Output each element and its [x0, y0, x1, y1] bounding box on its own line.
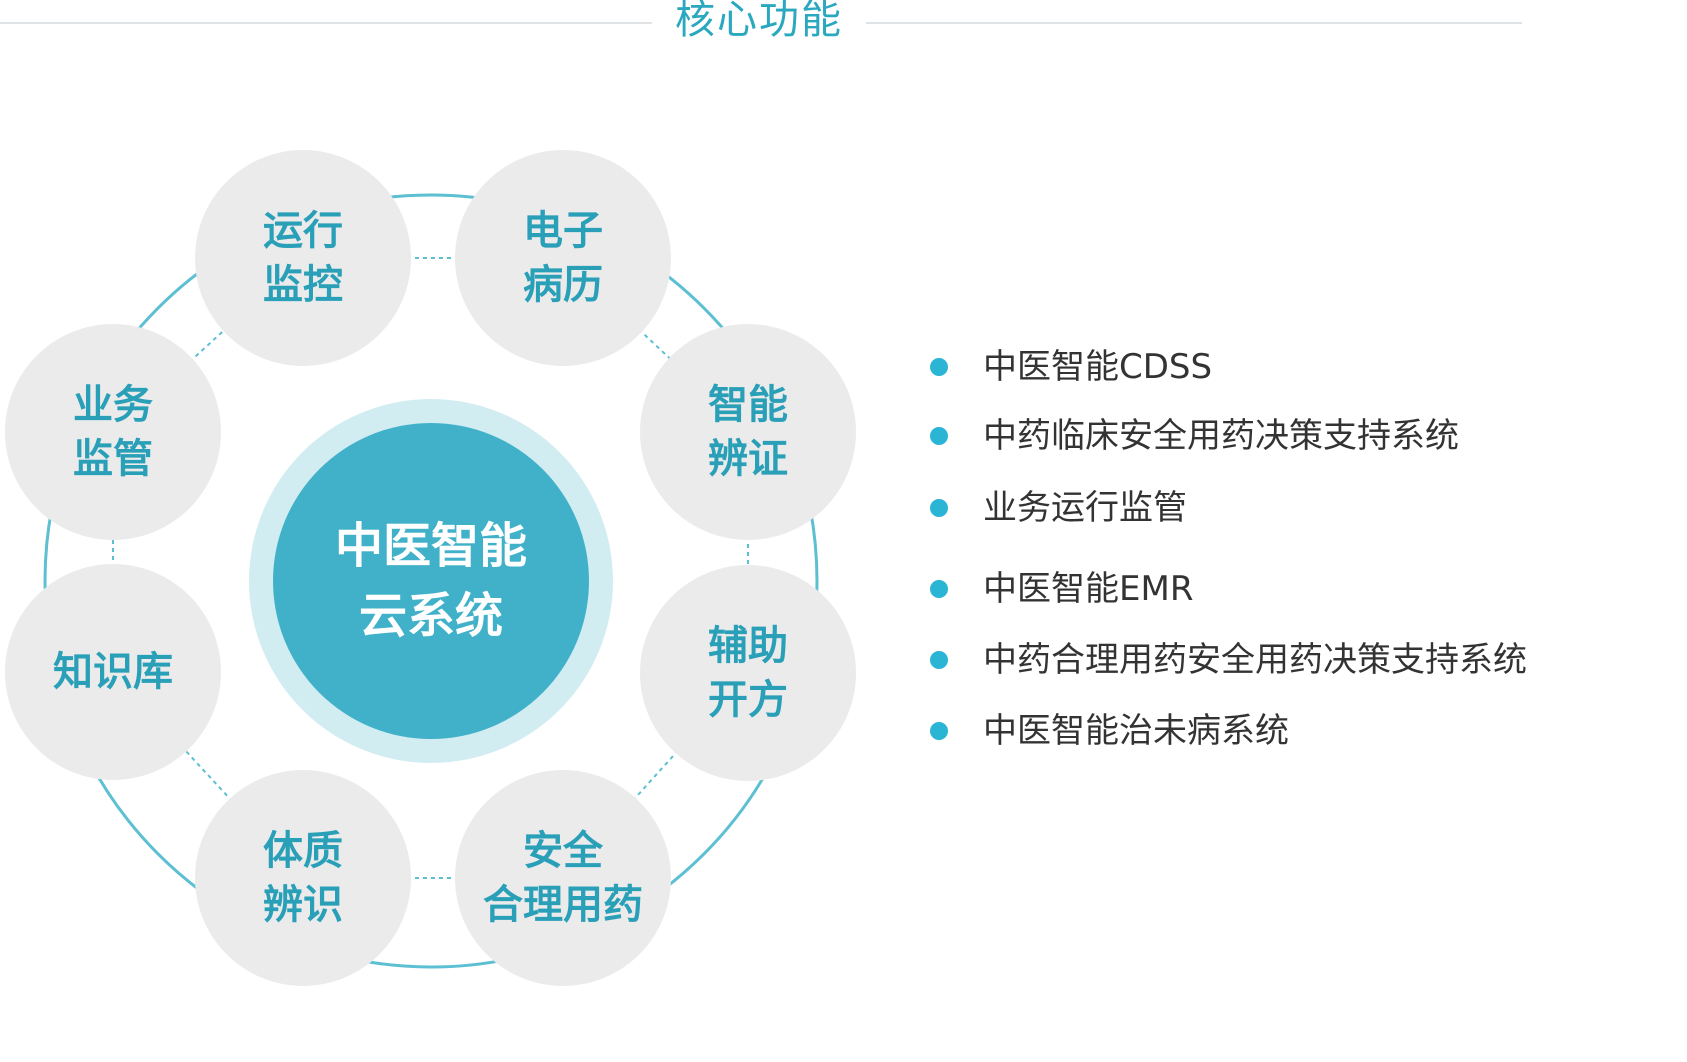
node-label-line1: 业务 [73, 382, 153, 428]
node-label-line1: 辅助 [708, 623, 788, 669]
node-label-zhishi[interactable]: 知识库 [5, 645, 221, 699]
node-label-dianzi[interactable]: 电子 病历 [455, 204, 671, 312]
node-label-yewu[interactable]: 业务 监管 [5, 378, 221, 486]
node-label-fuzhu[interactable]: 辅助 开方 [640, 619, 856, 727]
feature-item: 中医智能治未病系统 [930, 709, 1289, 753]
node-label-tizhi[interactable]: 体质 辨识 [195, 824, 411, 932]
node-label-line1: 电子 [523, 208, 603, 254]
node-circle-zhineng[interactable] [640, 324, 856, 540]
feature-item: 中药合理用药安全用药决策支持系统 [930, 638, 1527, 682]
node-label-line2: 合理用药 [483, 882, 643, 928]
bullet-dot-icon [930, 722, 948, 740]
center-circle [273, 423, 589, 739]
feature-text: 中医智能CDSS [983, 347, 1213, 387]
feature-text: 中药临床安全用药决策支持系统 [983, 416, 1459, 456]
outer-ring [43, 193, 819, 969]
node-circle-tizhi[interactable] [195, 770, 411, 986]
dotted-connector [562, 672, 749, 879]
node-label-line1: 知识库 [53, 649, 173, 695]
bullet-dot-icon [930, 651, 948, 669]
node-label-line1: 安全 [523, 828, 603, 874]
center-label: 中医智能 云系统 [281, 511, 581, 651]
feature-item: 中医智能CDSS [930, 345, 1212, 389]
node-circle-yewu[interactable] [5, 324, 221, 540]
node-label-line1: 体质 [263, 828, 343, 874]
node-label-zhineng[interactable]: 智能 辨证 [640, 378, 856, 486]
node-circles [5, 150, 856, 986]
feature-text: 中医智能治未病系统 [983, 711, 1289, 751]
bullet-dot-icon [930, 358, 948, 376]
node-label-line2: 辨证 [708, 436, 788, 482]
node-label-line2: 病历 [523, 262, 603, 308]
node-circle-anquan[interactable] [455, 770, 671, 986]
feature-text: 中医智能EMR [983, 569, 1194, 609]
header-divider-left [0, 22, 652, 24]
node-label-line2: 监管 [73, 436, 153, 482]
header-divider-right [866, 22, 1522, 24]
feature-text: 中药合理用药安全用药决策支持系统 [983, 640, 1527, 680]
center-label-line1: 中医智能 [334, 518, 527, 574]
node-label-yunxing[interactable]: 运行 监控 [195, 204, 411, 312]
center-label-line2: 云系统 [358, 588, 503, 644]
node-label-line1: 运行 [263, 208, 343, 254]
feature-item: 中医智能EMR [930, 567, 1193, 611]
node-label-line1: 智能 [708, 382, 788, 428]
node-label-line2: 辨识 [263, 882, 343, 928]
node-label-line2: 监控 [263, 262, 343, 308]
feature-item: 中药临床安全用药决策支持系统 [930, 414, 1459, 458]
node-circle-zhishi[interactable] [5, 564, 221, 780]
bullet-dot-icon [930, 427, 948, 445]
feature-item: 业务运行监管 [930, 486, 1187, 530]
bullet-dot-icon [930, 499, 948, 517]
section-title: 核心功能 [675, 0, 843, 43]
feature-text: 业务运行监管 [983, 488, 1187, 528]
node-circle-fuzhu[interactable] [640, 565, 856, 781]
bullet-dot-icon [930, 580, 948, 598]
node-label-anquan[interactable]: 安全 合理用药 [455, 824, 671, 932]
node-label-line2: 开方 [708, 677, 788, 723]
node-circle-yunxing[interactable] [195, 150, 411, 366]
node-circle-dianzi[interactable] [455, 150, 671, 366]
